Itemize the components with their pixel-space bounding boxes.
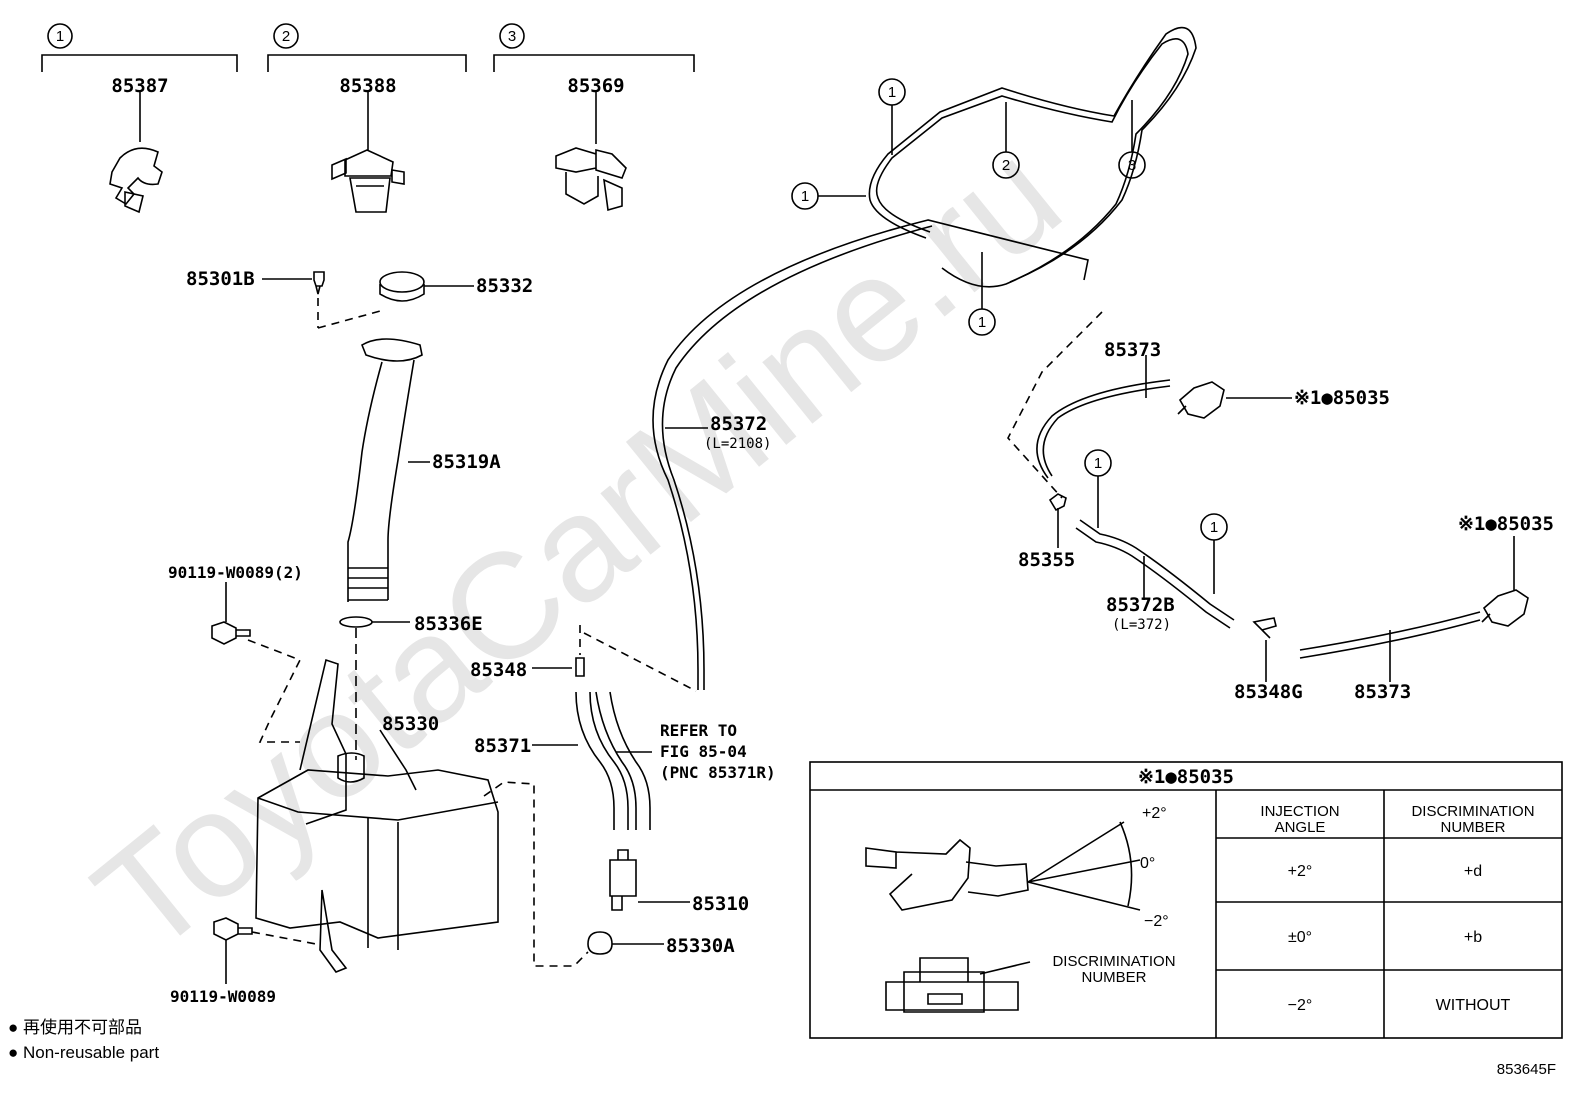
callout-line-1: DISCRIMINATION <box>1052 953 1175 970</box>
part-90119-w0089-2: 90119-W0089(2) <box>168 563 303 582</box>
refer-line-3: (PNC 85371R) <box>660 763 776 782</box>
col-header-number-1: DISCRIMINATION <box>1411 803 1534 820</box>
angle-mid: 0° <box>1140 855 1155 872</box>
figure-code: 853645F <box>1497 1061 1556 1078</box>
part-85372B-length: (L=372) <box>1112 617 1171 633</box>
part-85332: 85332 <box>476 275 533 297</box>
part-85301B: 85301B <box>186 268 255 290</box>
row2-number: +b <box>1464 929 1482 946</box>
refer-line-2: FIG 85-04 <box>660 742 747 761</box>
part-85372-length: (L=2108) <box>704 436 771 452</box>
part-85336E: 85336E <box>414 613 483 635</box>
col-header-number-2: NUMBER <box>1440 819 1505 836</box>
clip-group-1 <box>41 23 238 214</box>
clip-circle-3: 3 <box>508 28 516 45</box>
angle-bottom: −2° <box>1144 913 1169 930</box>
refer-line-1: REFER TO <box>660 721 737 740</box>
part-85035-b: ※1●85035 <box>1458 513 1554 535</box>
row3-angle: −2° <box>1288 997 1313 1014</box>
clip-circle-2: 2 <box>282 28 290 45</box>
discrimination-table <box>809 761 1563 1039</box>
clip-marker-1b: 1 <box>801 188 809 205</box>
legend-line-2: ● Non-reusable part <box>8 1043 159 1062</box>
col-header-angle-2: ANGLE <box>1275 819 1326 836</box>
part-85319A: 85319A <box>432 451 501 473</box>
part-85310: 85310 <box>692 893 749 915</box>
part-85369: 85369 <box>567 75 624 97</box>
part-85373-a: 85373 <box>1104 339 1161 361</box>
part-85348G: 85348G <box>1234 681 1303 703</box>
row2-angle: ±0° <box>1288 929 1312 946</box>
clip-markers <box>791 78 1228 594</box>
clip-marker-1d: 1 <box>1094 455 1102 472</box>
row3-number: WITHOUT <box>1436 997 1511 1014</box>
part-85330A: 85330A <box>666 935 735 957</box>
clip-group-3 <box>493 23 695 212</box>
part-85330: 85330 <box>382 713 439 735</box>
clip-marker-1c: 1 <box>978 314 986 331</box>
part-85035-a: ※1●85035 <box>1294 387 1390 409</box>
part-85372B: 85372B <box>1106 594 1175 616</box>
part-85371: 85371 <box>474 735 531 757</box>
part-85388: 85388 <box>339 75 396 97</box>
row1-angle: +2° <box>1288 863 1313 880</box>
clip-marker-3: 3 <box>1128 157 1136 174</box>
part-85355: 85355 <box>1018 549 1075 571</box>
col-header-angle-1: INJECTION <box>1260 803 1339 820</box>
clip-circle-1: 1 <box>56 28 64 45</box>
part-85373-b: 85373 <box>1354 681 1411 703</box>
nozzle-branch <box>1007 311 1529 682</box>
legend-line-1: ● 再使用不可部品 <box>8 1017 142 1037</box>
table-title: ※1●85035 <box>1138 766 1234 788</box>
clip-marker-1e: 1 <box>1210 519 1218 536</box>
part-85387: 85387 <box>111 75 168 97</box>
row1-number: +d <box>1464 863 1482 880</box>
angle-top: +2° <box>1142 805 1167 822</box>
part-85348: 85348 <box>470 659 527 681</box>
hose-85372 <box>652 26 1197 690</box>
clip-group-2 <box>267 23 467 213</box>
pump-assembly <box>532 625 697 955</box>
filler-assembly <box>211 271 589 984</box>
clip-marker-2: 2 <box>1002 157 1010 174</box>
callout-line-2: NUMBER <box>1081 969 1146 986</box>
clip-marker-1a: 1 <box>888 84 896 101</box>
part-85372: 85372 <box>710 413 767 435</box>
part-90119-w0089: 90119-W0089 <box>170 987 276 1006</box>
